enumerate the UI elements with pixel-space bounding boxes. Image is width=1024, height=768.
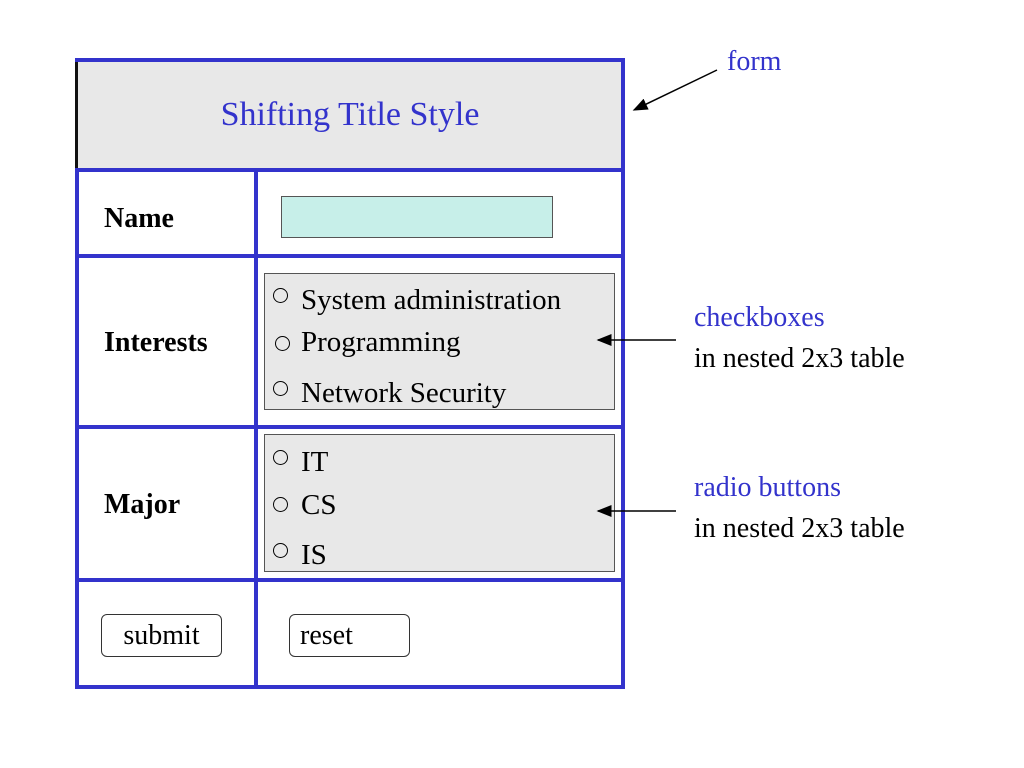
checkboxes-annotation-subtitle: in nested 2x3 table xyxy=(694,342,905,374)
grid-line-row2 xyxy=(75,254,625,258)
interests-label: Interests xyxy=(104,327,208,358)
radio-annotation: radio buttons in nested 2x3 table xyxy=(694,468,905,549)
grid-line-right xyxy=(621,58,625,689)
grid-line-row4 xyxy=(75,578,625,582)
major-option-3-radio[interactable] xyxy=(273,543,288,558)
major-option-1-radio[interactable] xyxy=(273,450,288,465)
form-annotation-label: form xyxy=(727,46,782,77)
grid-line-row3 xyxy=(75,425,625,429)
reset-button[interactable]: reset xyxy=(289,614,410,657)
radio-annotation-title: radio buttons xyxy=(694,472,841,503)
grid-line-left xyxy=(75,168,79,689)
grid-line-middle xyxy=(254,168,258,689)
grid-line-row1 xyxy=(75,168,625,172)
title-left-edge xyxy=(75,58,78,170)
interest-option-3-checkbox[interactable] xyxy=(273,381,288,396)
major-nested-table xyxy=(264,434,615,572)
submit-button[interactable]: submit xyxy=(101,614,222,657)
interest-option-3-label: Network Security xyxy=(301,377,507,409)
grid-line-bottom xyxy=(75,685,625,689)
checkboxes-annotation-title: checkboxes xyxy=(694,302,825,333)
name-input[interactable] xyxy=(281,196,553,238)
major-option-1-label: IT xyxy=(301,446,329,478)
name-label: Name xyxy=(104,203,174,234)
major-option-2-label: CS xyxy=(301,489,337,521)
form-annotation: form xyxy=(727,42,781,83)
interest-option-1-checkbox[interactable] xyxy=(273,288,288,303)
major-option-3-label: IS xyxy=(301,539,327,571)
title-cell-background xyxy=(78,61,622,168)
interest-option-1-label: System administration xyxy=(301,284,562,316)
major-label: Major xyxy=(104,489,181,520)
checkboxes-annotation: checkboxes in nested 2x3 table xyxy=(694,298,905,379)
radio-annotation-subtitle: in nested 2x3 table xyxy=(694,512,905,544)
interests-nested-table xyxy=(264,273,615,410)
form-title: Shifting Title Style xyxy=(220,95,480,133)
interest-option-2-label: Programming xyxy=(301,326,461,358)
form-arrow xyxy=(632,69,718,111)
interest-option-2-checkbox[interactable] xyxy=(275,336,290,351)
major-option-2-radio[interactable] xyxy=(273,497,288,512)
grid-line-top xyxy=(75,58,625,62)
